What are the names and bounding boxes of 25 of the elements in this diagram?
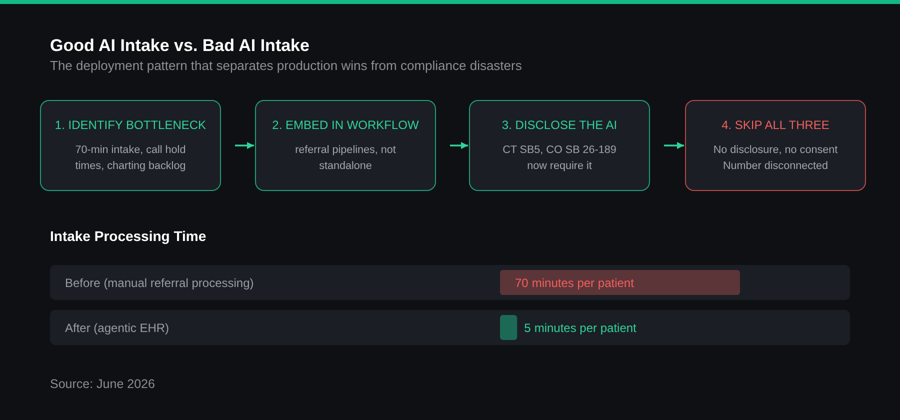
arrow [450,142,468,149]
value-label: 70 [515,274,528,290]
category-label: Before (manual referral processing) [65,274,254,290]
step-description: 70-min intake, call hold times, charting backlog [74,143,187,174]
step-heading: 3. DISCLOSE THE AI [502,117,618,133]
chart-title: Intake Processing Time [50,228,206,244]
source-note: Source: June 2026 [50,376,155,392]
arrow [235,142,254,149]
step-description: No disclosure, no consent Number disconnected [712,143,839,174]
step-description: CT SB5, CO SB 26-189 now require it [502,143,618,174]
step-card [40,100,221,191]
unit-label: minutes per patient [534,320,636,336]
arrow [664,142,684,149]
step-heading: 4. SKIP ALL THREE [722,117,830,133]
step-heading: 2. EMBED IN WORKFLOW [272,117,419,133]
step-description: referral pipelines, not standalone [294,143,397,174]
title: Good AI Intake vs. Bad AI Intake [50,36,310,56]
step-card [469,100,650,191]
step-heading: 1. IDENTIFY BOTTLENECK [54,117,206,133]
category-label: After (agentic EHR) [65,320,170,336]
step-card [255,100,436,191]
value-label: 5 [524,320,531,336]
subtitle: The deployment pattern that separates production wins from compliance disasters [50,58,522,74]
unit-label: minutes per patient [532,274,634,290]
step-card [685,100,866,191]
